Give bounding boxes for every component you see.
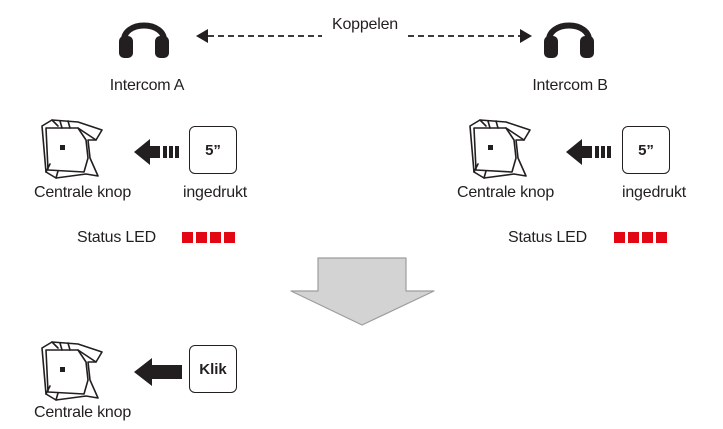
center-button-label: Centrale knop [457, 184, 555, 201]
led-block [614, 232, 625, 243]
center-button-label: Centrale knop [34, 184, 132, 201]
center-button-icon [38, 340, 104, 402]
pairing-arrow [196, 29, 532, 43]
headphones-icon [114, 8, 174, 60]
pairing-label: Koppelen [331, 16, 399, 33]
headphones-icon [539, 8, 599, 60]
center-button-label: Centrale knop [34, 404, 132, 421]
led-block [196, 232, 207, 243]
press-duration-button: 5” [622, 126, 670, 174]
center-button-icon [466, 118, 532, 180]
pressed-label: ingedrukt [183, 184, 248, 201]
led-block [224, 232, 235, 243]
click-button: Klik [189, 345, 237, 393]
pressed-label: ingedrukt [622, 184, 687, 201]
led-block [642, 232, 653, 243]
led-block [182, 232, 193, 243]
press-arrow-icon [566, 137, 614, 167]
center-button-icon [38, 118, 104, 180]
press-arrow-icon [134, 357, 182, 387]
down-arrow-icon [290, 257, 435, 326]
press-arrow-icon [134, 137, 182, 167]
led-block [210, 232, 221, 243]
status-led-label: Status LED [77, 229, 156, 246]
status-led-label: Status LED [508, 229, 587, 246]
led-block [628, 232, 639, 243]
led-block [656, 232, 667, 243]
press-duration-button: 5” [189, 126, 237, 174]
intercom-a-label: Intercom A [109, 77, 185, 94]
status-led-indicator [182, 232, 235, 243]
intercom-b-label: Intercom B [532, 77, 608, 94]
status-led-indicator [614, 232, 667, 243]
